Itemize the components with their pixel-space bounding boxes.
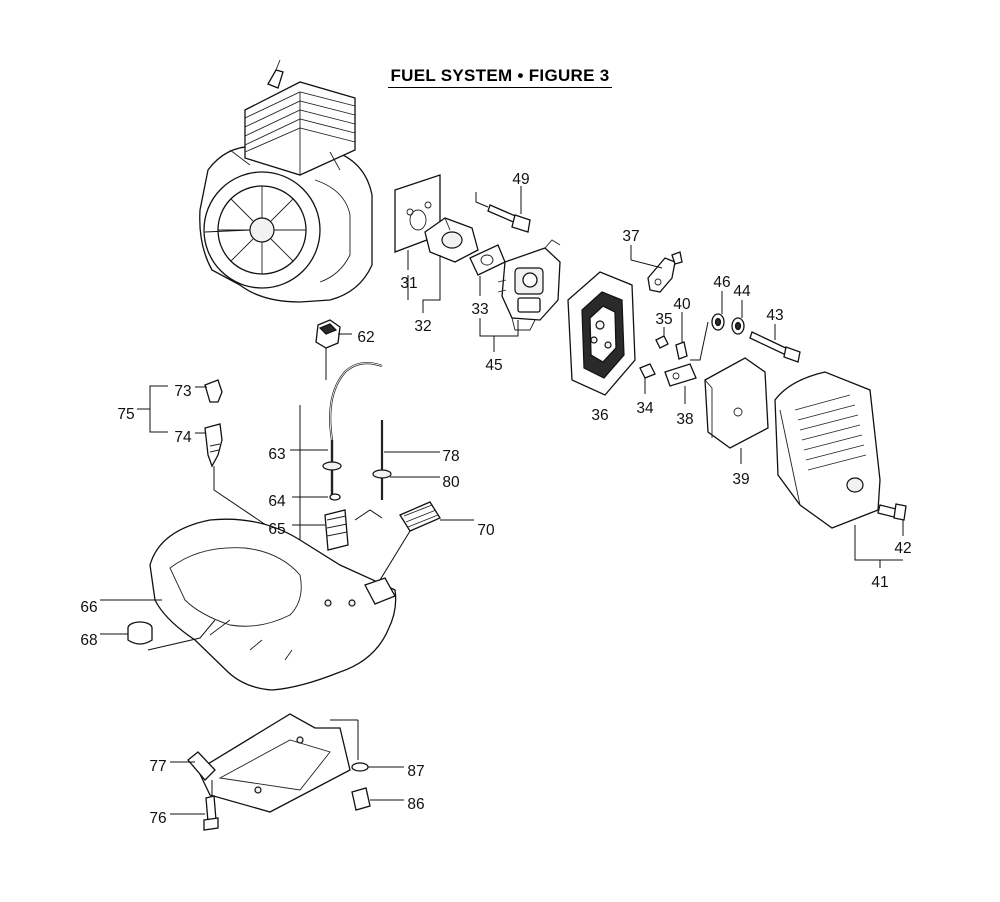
return-line-78	[372, 420, 440, 500]
callout-62: 62	[357, 329, 374, 346]
callout-87: 87	[407, 763, 424, 780]
filter-cap-70	[379, 501, 474, 581]
insulator-32	[424, 217, 479, 263]
callout-46: 46	[713, 274, 730, 291]
callout-75: 75	[117, 406, 134, 423]
callout-63: 63	[268, 446, 285, 463]
figure-title-text: FUEL SYSTEM • FIGURE 3	[388, 66, 612, 88]
callout-31: 31	[400, 275, 417, 292]
callout-49: 49	[512, 171, 529, 188]
callout-32: 32	[414, 318, 431, 335]
air-cleaner-base-36	[567, 271, 636, 396]
callout-86: 86	[407, 796, 424, 813]
callout-44: 44	[733, 283, 751, 300]
carburetor-45	[497, 239, 561, 331]
callout-38: 38	[676, 411, 693, 428]
callout-43: 43	[766, 307, 783, 324]
air-cleaner-cover-41	[774, 371, 881, 529]
spring-40	[675, 312, 688, 360]
callout-37: 37	[622, 228, 639, 245]
fuel-cap-62	[315, 319, 352, 380]
choke-lever-37	[630, 245, 683, 293]
callout-36: 36	[591, 407, 608, 424]
callout-33: 33	[471, 301, 488, 318]
callout-34: 34	[636, 400, 654, 417]
callout-77: 77	[149, 758, 166, 775]
callout-80: 80	[442, 474, 460, 491]
callout-76: 76	[149, 810, 166, 827]
callout-35: 35	[655, 311, 672, 328]
collar-34	[639, 363, 656, 394]
callout-73: 73	[174, 383, 191, 400]
primer-73	[195, 379, 223, 403]
plate-38	[664, 363, 697, 404]
washer-44	[731, 300, 745, 335]
callout-45: 45	[485, 357, 502, 374]
filter-65	[292, 509, 383, 551]
callout-70: 70	[477, 522, 495, 539]
callout-64: 64	[268, 493, 286, 510]
callout-68: 68	[80, 632, 97, 649]
washer-46	[711, 291, 725, 331]
collar-35	[655, 327, 669, 349]
callout-39: 39	[732, 471, 749, 488]
bolt-49	[475, 186, 531, 233]
callout-42: 42	[894, 540, 911, 557]
callout-78: 78	[442, 448, 459, 465]
engine-assembly	[199, 59, 373, 303]
screw-42	[854, 503, 907, 568]
fuel-tank-66	[100, 518, 397, 691]
air-filter-element-39	[704, 357, 769, 464]
nut-86	[351, 787, 404, 811]
callout-65: 65	[268, 521, 285, 538]
washer-87	[351, 762, 404, 772]
callout-41: 41	[871, 574, 888, 591]
cushion-68	[100, 619, 216, 651]
bolt-76	[170, 780, 219, 831]
bolt-43	[690, 321, 801, 363]
leaders-intake	[407, 250, 519, 352]
figure-title: FUEL SYSTEM • FIGURE 3	[0, 66, 1000, 88]
callout-40: 40	[673, 296, 691, 313]
tank-bracket-77	[170, 713, 359, 813]
clip-64	[292, 493, 341, 501]
callout-74: 74	[174, 429, 192, 446]
callout-66: 66	[80, 599, 97, 616]
bracket-75	[137, 385, 168, 433]
